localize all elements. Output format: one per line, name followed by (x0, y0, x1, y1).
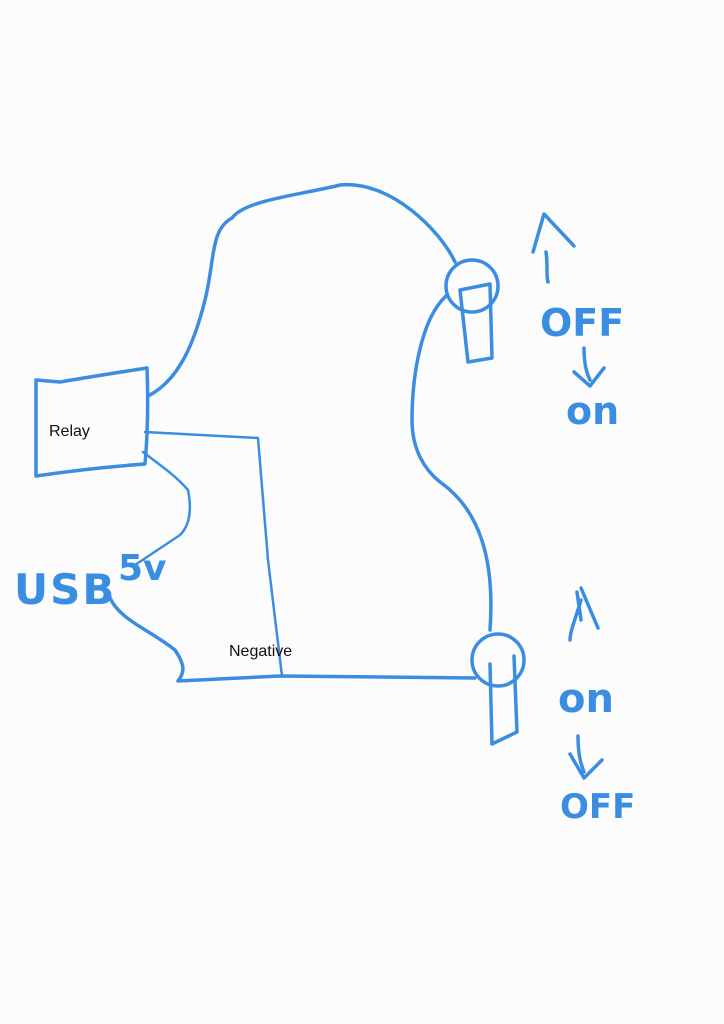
bottom-switch-knob (470, 632, 526, 688)
relay-box (34, 366, 150, 478)
volts-handwritten-label: 5v (118, 548, 167, 589)
wire-relay-to-negative (143, 430, 284, 678)
wire-relay-to-usb (133, 450, 192, 567)
wire-top-to-bottom-switch (410, 294, 493, 632)
top-switch-lever (458, 282, 494, 364)
top-switch-upper-label: OFF (540, 301, 624, 345)
top-down-arrow (572, 346, 606, 388)
top-up-arrow (531, 212, 576, 284)
wire-usb-to-negative (108, 596, 477, 683)
usb-handwritten-label: USB (14, 565, 116, 614)
bottom-switch-upper-label: on (558, 676, 614, 722)
negative-label: Negative (229, 643, 293, 660)
top-switch-knob (444, 258, 500, 314)
bottom-switch-lever (488, 654, 519, 746)
bottom-down-arrow (568, 734, 604, 780)
bottom-up-arrow (568, 586, 600, 642)
bottom-switch-lower-label: OFF (560, 787, 635, 827)
top-switch-lower-label: on (566, 389, 619, 433)
relay-label: Relay (49, 423, 90, 440)
wire-relay-to-top-switch (146, 183, 457, 398)
